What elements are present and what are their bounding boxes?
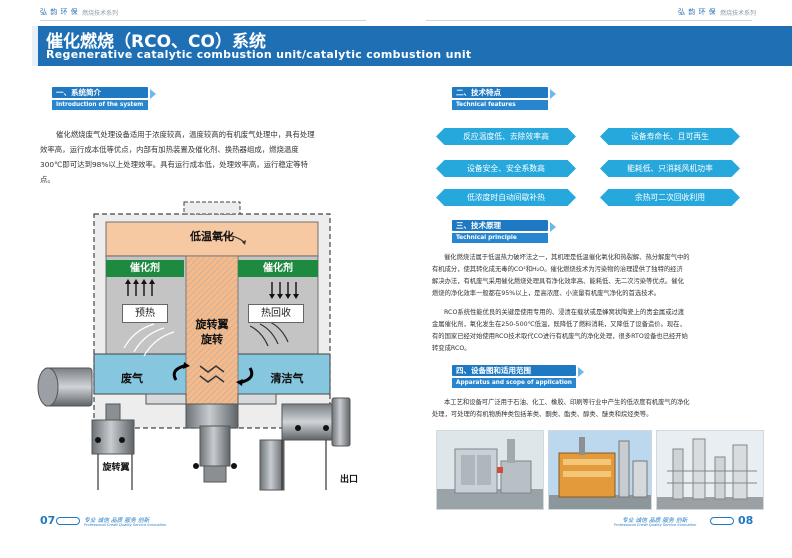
outlet-label: 出口 [339, 475, 358, 485]
banner-notch [32, 26, 38, 66]
section-title: 三、技术原理 [452, 220, 548, 231]
section-subtitle: Introduction of the system [52, 100, 148, 110]
section-arrow-icon [150, 89, 156, 99]
feature-pill: 低浓度时自动间歇补热 [436, 189, 576, 206]
footer-slogan-en-right: Professional Credit Quality Service Inno… [614, 523, 697, 527]
equipment-photo-1-image [437, 431, 543, 509]
feature-pill: 余热可二次回收利用 [600, 189, 740, 206]
series-right: 燃烧技术系列 [720, 10, 757, 17]
feature-pill: 反应温度低、去除效率高 [436, 128, 576, 145]
footer-slogan-left: 专业 诚信 品质 服务 创新 [84, 518, 150, 524]
footer-pill-icon [710, 517, 734, 525]
principle-line: 有机成分，使其转化成无毒的CO²和H₂O。催化燃烧技术为污染物的治理提供了独特的… [432, 266, 683, 273]
footer-pill-icon [56, 517, 80, 525]
feature-pill: 能耗低、只消耗风机功率 [600, 160, 740, 177]
principle-line: 有的国家已经对始使用RCO技术取代CO进行有机废气的净化处理，很多RTO设备也已… [432, 333, 688, 340]
page-subtitle: Regenerative catalytic combustion unit/c… [46, 48, 472, 61]
intro-line: 催化燃烧废气处理设备适用于浓度较高，温度较高的有机废气处理中，具有处理 [56, 130, 315, 139]
preheat-box: 预热 [122, 304, 168, 323]
brand-right: 弘 韵 环 保 [678, 8, 717, 16]
principle-paragraph-1: 催化燃烧法属于低温热力破坏法之一，其机理是低温催化氧化和热裂解、热分解废气中的 … [432, 252, 762, 300]
scope-paragraph: 本工艺和设备可广泛用于石油、化工、橡胶、印刷等行业中产生的低浓度有机废气的净化 … [432, 397, 762, 421]
footer-slogan-en-left: Professional Credit Quality Service Inno… [84, 523, 167, 527]
section-arrow-icon [550, 89, 556, 99]
section-intro-heading: 一、系统简介 Introduction of the system [52, 87, 148, 110]
section-subtitle: Apparatus and scope of application [452, 378, 576, 388]
principle-paragraph-2: RCO系统性能优良的关键是使用专用的、浸渍在载状或是蜂窝状陶瓷上的贵金属或过渡 … [432, 307, 762, 355]
rotor-center-line: 旋转翼 [195, 318, 229, 331]
low-temp-oxidation-label: 低温氧化 [190, 230, 234, 243]
principle-line: 解决办法，有机废气采用催化燃烧处理具有净化效率高、能耗低、无二次污染等优点。催化 [432, 278, 684, 285]
scope-line: 本工艺和设备可广泛用于石油、化工、橡胶、印刷等行业中产生的低浓度有机废气的净化 [444, 399, 690, 406]
heat-recovery-box: 热回收 [248, 304, 304, 323]
feature-pill: 设备安全、安全系数高 [436, 160, 576, 177]
intro-line: 效率高，运行成本低等优点，内部有加热装置及催化剂、换热器组成，燃烧温度 [40, 145, 299, 154]
section-features-heading: 二、技术特点 Technical features [452, 87, 548, 110]
section-principle-heading: 三、技术原理 Technical principle [452, 220, 548, 243]
scope-line: 处理，可处理的有机物质种类包括苯类、酮类、酯类、醇类、醚类和烷烃类等。 [432, 411, 653, 418]
rotor-center-line: 旋转 [201, 333, 223, 346]
waste-gas-label: 废气 [121, 372, 143, 385]
section-title: 一、系统简介 [52, 87, 148, 98]
header-rule-right [426, 20, 752, 21]
intro-paragraph: 催化燃烧废气处理设备适用于浓度较高，温度较高的有机废气处理中，具有处理 效率高，… [40, 127, 366, 187]
principle-line: 催化燃烧法属于低温热力破坏法之一，其机理是低温催化氧化和热裂解、热分解废气中的 [444, 254, 690, 261]
section-scope-heading: 四、设备图和适用范围 Apparatus and scope of applic… [452, 365, 576, 388]
rotor-fan-label: 旋转翼 [102, 463, 130, 473]
catalyst-left: 催化剂 [106, 260, 184, 277]
brand-left: 弘 韵 环 保 [40, 8, 79, 16]
equipment-photo-2 [548, 430, 652, 510]
section-subtitle: Technical features [452, 100, 548, 110]
section-title: 四、设备图和适用范围 [452, 365, 576, 376]
equipment-photo-3 [656, 430, 764, 510]
rotor-center-label: 旋转翼 旋转 [186, 317, 238, 347]
page-title: 催化燃烧（RCO、CO）系统 [46, 32, 266, 52]
series-left: 燃烧技术系列 [82, 10, 119, 17]
principle-line: 燃烧的净化效率一般都在95%以上，是高浓度、小流量有机废气净化的首选技术。 [432, 290, 661, 297]
title-banner [38, 26, 792, 66]
feature-pill: 设备寿命长、且可再生 [600, 128, 740, 145]
page-number-right: 08 [738, 514, 754, 527]
section-arrow-icon [578, 367, 584, 377]
equipment-photo-2-image [549, 431, 651, 509]
equipment-photo-1 [436, 430, 544, 510]
principle-line: 金属催化剂，氧化发生在250-500℃低温，既降低了燃料消耗，又降低了设备造价。… [432, 321, 686, 328]
footer-slogan-right: 专业 诚信 品质 服务 创新 [622, 518, 688, 524]
clean-gas-label: 清洁气 [270, 372, 304, 385]
header-rule-left [40, 20, 366, 21]
section-arrow-icon [550, 222, 556, 232]
intro-line: 点。 [40, 175, 55, 184]
principle-line: 转变成RCO。 [432, 345, 471, 352]
rco-diagram [37, 201, 351, 491]
section-subtitle: Technical principle [452, 233, 548, 243]
catalyst-right: 催化剂 [238, 260, 318, 277]
equipment-photo-3-image [657, 431, 763, 509]
principle-line: RCO系统性能优良的关键是使用专用的、浸渍在载状或是蜂窝状陶瓷上的贵金属或过渡 [444, 309, 685, 316]
intro-line: 300℃即可达到98%以上处理效率。具有运行成本低，处理效率高，运行稳定等特 [40, 160, 308, 169]
page-number-left: 07 [40, 514, 56, 527]
section-title: 二、技术特点 [452, 87, 548, 98]
